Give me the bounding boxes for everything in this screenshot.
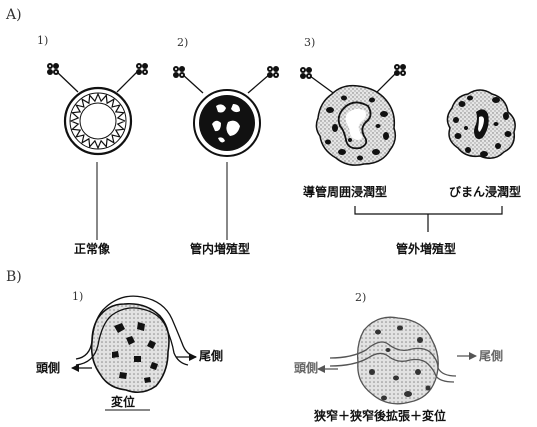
- panel-a2-number: 2): [177, 37, 188, 48]
- panel-b2-number: 2): [355, 292, 366, 303]
- acinus-icon: [267, 66, 279, 78]
- section-a-label: A): [6, 8, 22, 22]
- panel-a1-caption: 正常像: [74, 243, 110, 255]
- panel-a3-right-caption: びまん浸潤型: [449, 186, 521, 198]
- section-b-label: B): [6, 270, 22, 284]
- acinus-icon: [394, 64, 406, 76]
- panel-a3-left-caption: 導管周囲浸潤型: [303, 186, 387, 198]
- panel-b1-displacement: [72, 296, 196, 410]
- panel-b1-right-label: 尾側: [199, 350, 223, 362]
- panel-b1-number: 1): [72, 291, 83, 302]
- panel-a1-number: 1): [37, 35, 48, 46]
- acinus-icon: [300, 67, 312, 79]
- panel-b2-stenosis: [318, 317, 476, 404]
- panel-b1-left-label: 頭側: [36, 362, 60, 374]
- panel-a3-number: 3): [304, 37, 315, 48]
- panel-a2-intraductal: [173, 66, 279, 240]
- acinus-icon: [47, 63, 59, 75]
- panel-a1-normal-duct: [47, 63, 148, 240]
- panel-a3-extraductal: [300, 64, 515, 232]
- panel-b2-caption: 狭窄＋狭窄後拡張＋変位: [314, 410, 446, 422]
- panel-a2-caption: 管内増殖型: [190, 243, 250, 255]
- panel-b1-caption: 変位: [111, 396, 135, 408]
- acinus-icon: [173, 66, 185, 78]
- acinus-icon: [136, 63, 148, 75]
- panel-b2-right-label: 尾側: [479, 350, 503, 362]
- panel-a3-group-caption: 管外増殖型: [396, 243, 456, 255]
- panel-b2-left-label: 頭側: [294, 362, 318, 374]
